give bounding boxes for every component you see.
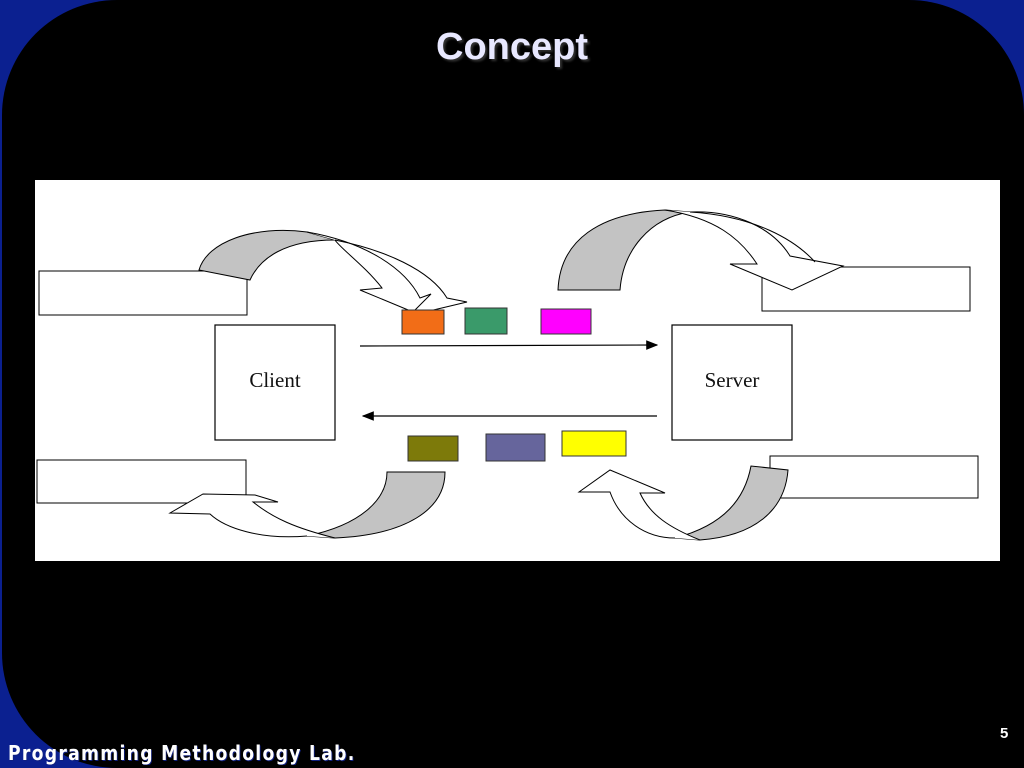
outgoing-packet-1 bbox=[401, 309, 445, 335]
concept-diagram: Client Server bbox=[35, 180, 1000, 561]
slide-title: Concept bbox=[436, 26, 588, 68]
curved-arrow-server-receive bbox=[557, 209, 845, 291]
lab-footer: Programming Methodology Lab. bbox=[8, 741, 356, 765]
outgoing-packet-2 bbox=[464, 307, 508, 335]
client-label: Client bbox=[249, 368, 300, 392]
curved-arrow-server-send bbox=[577, 465, 789, 541]
concept-diagram-svg: Client Server bbox=[36, 209, 979, 541]
outgoing-packet-3 bbox=[540, 308, 592, 335]
curved-arrow-client-receive bbox=[168, 471, 446, 539]
incoming-packets bbox=[407, 430, 627, 462]
arrow-client-to-server bbox=[359, 340, 659, 350]
incoming-packet-1 bbox=[407, 435, 459, 462]
server-label: Server bbox=[705, 368, 760, 392]
empty-box-bottom-right bbox=[769, 455, 979, 499]
server-node: Server bbox=[671, 324, 793, 441]
incoming-packet-2 bbox=[485, 433, 546, 462]
client-node: Client bbox=[214, 324, 336, 441]
outgoing-packets bbox=[401, 307, 592, 335]
curved-arrow-client-send bbox=[198, 229, 468, 313]
incoming-packet-3 bbox=[561, 430, 627, 457]
empty-box-top-left bbox=[38, 270, 248, 316]
page-number: 5 bbox=[1000, 725, 1009, 742]
